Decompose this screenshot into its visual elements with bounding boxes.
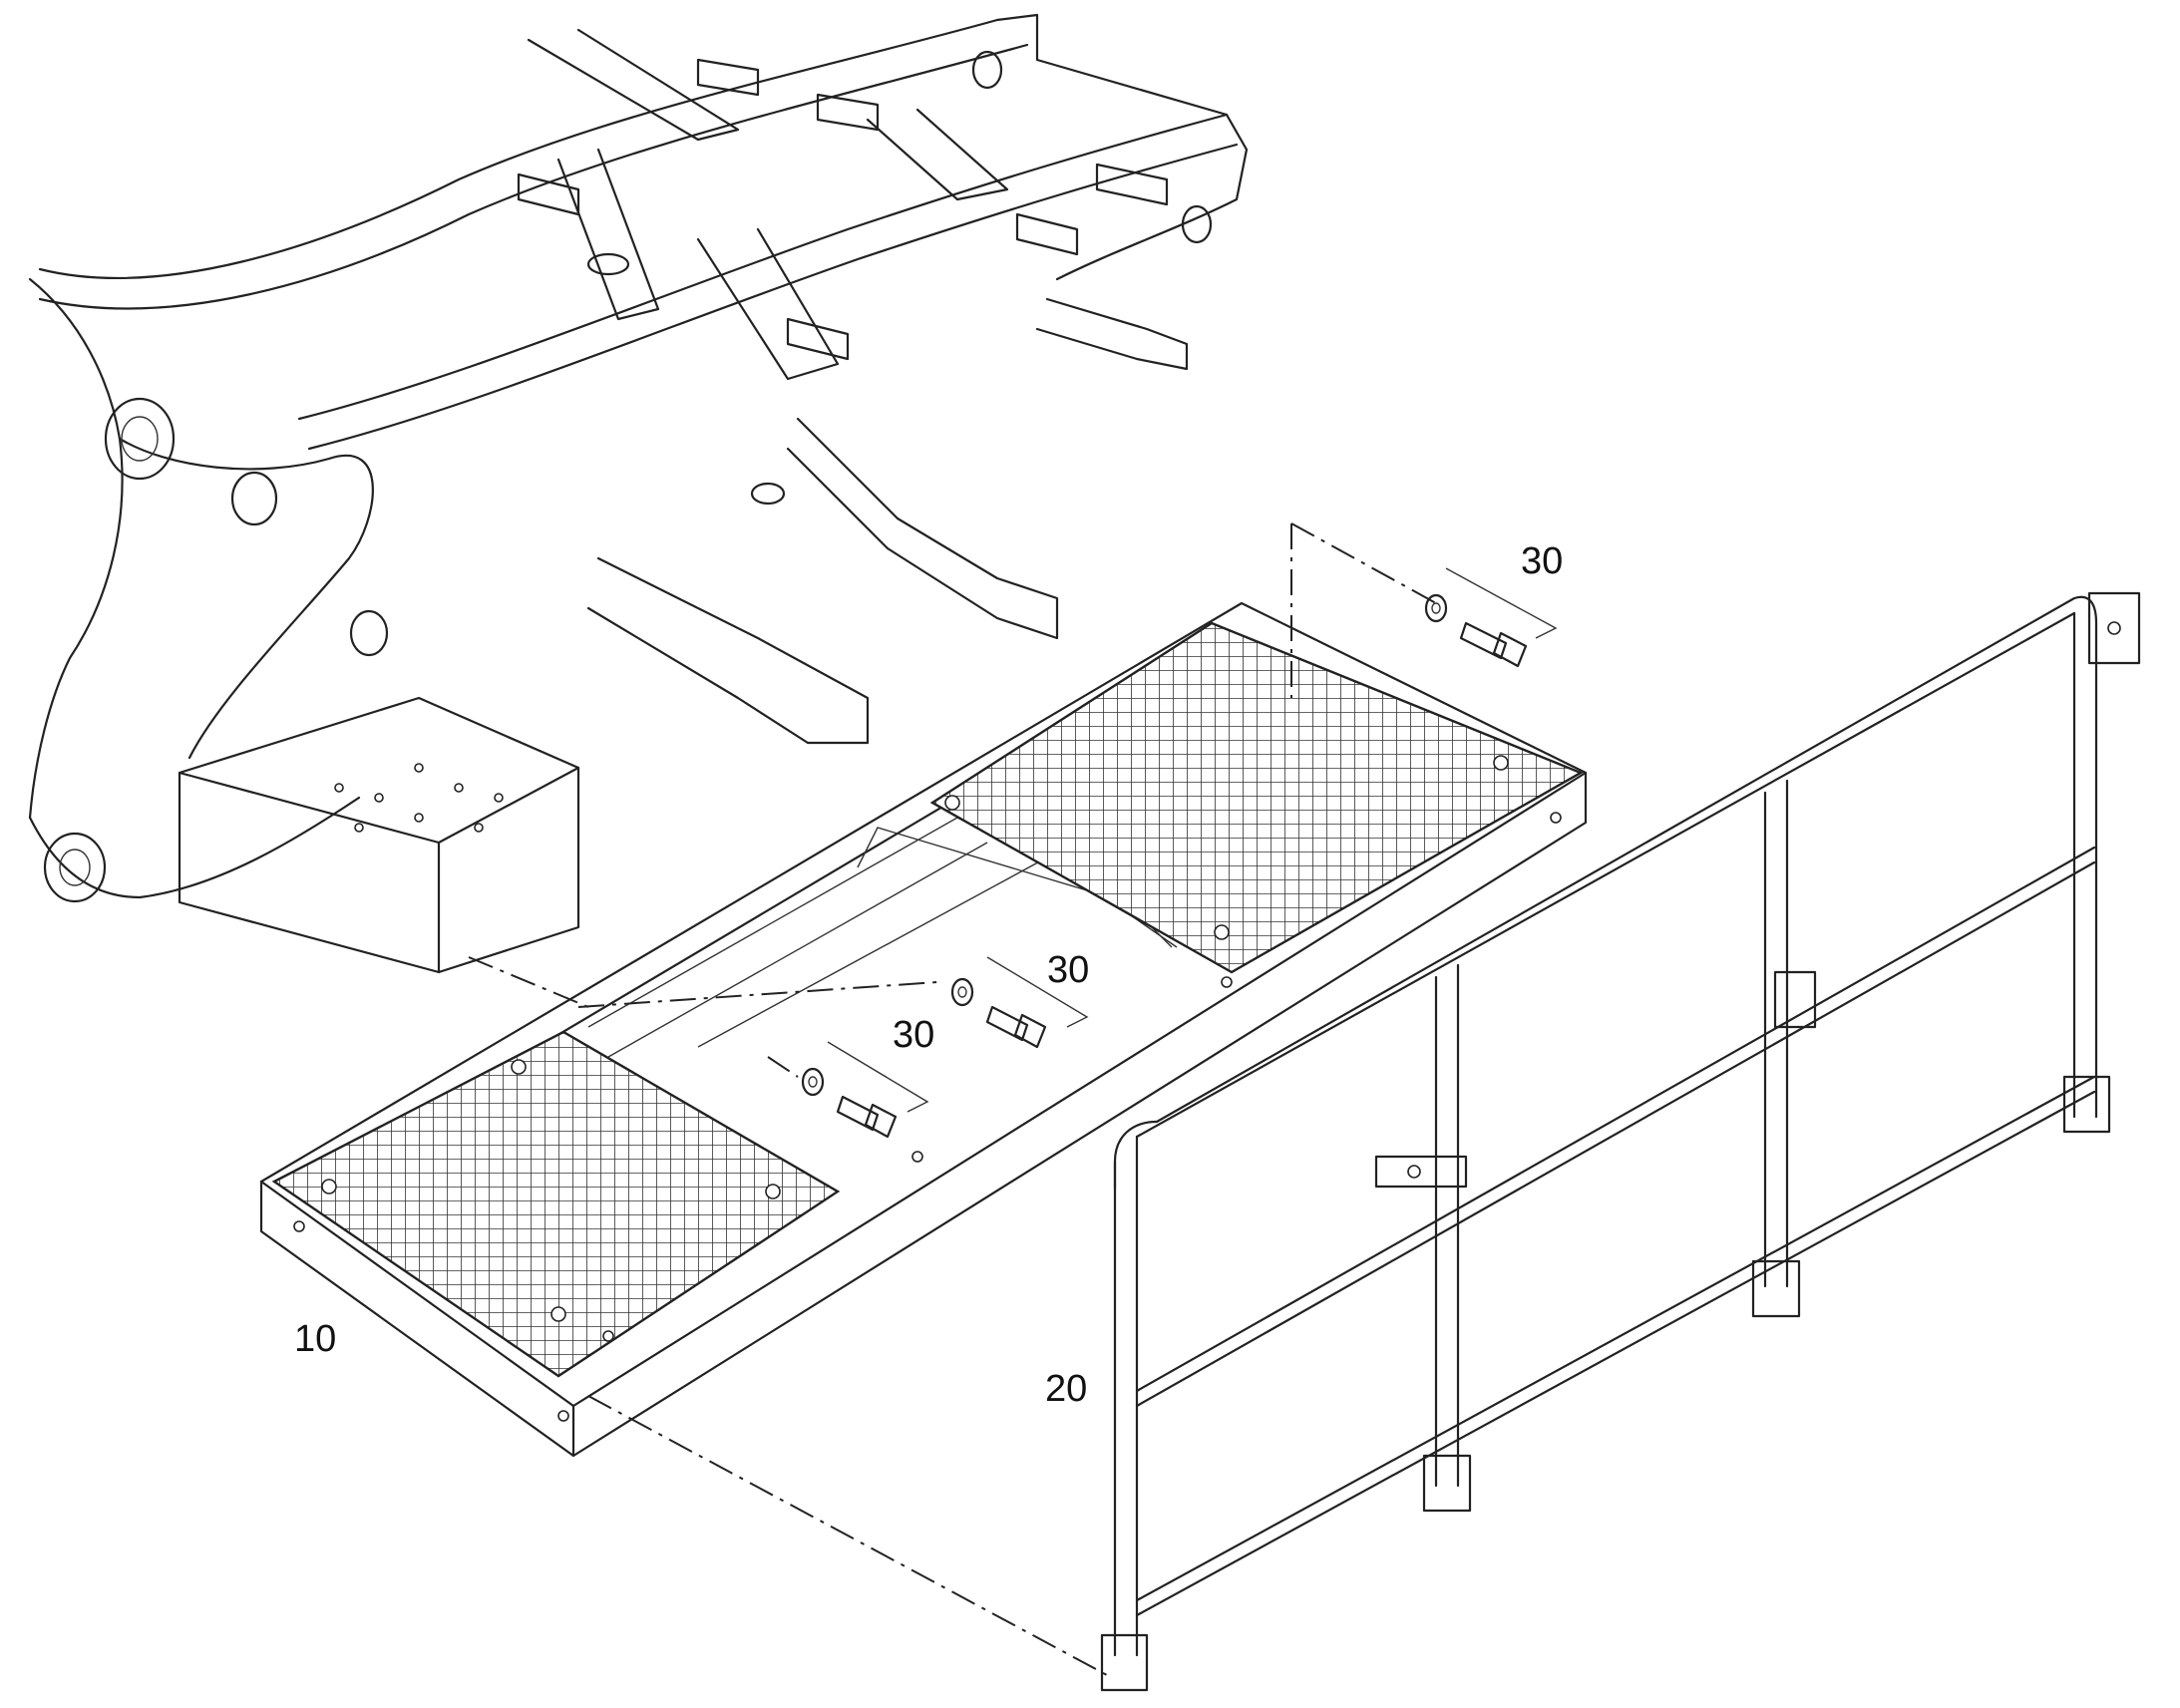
platform-assembly: [259, 601, 1588, 1458]
bolt-washer-set-lower: [801, 1067, 898, 1139]
callout-railing: 20: [1045, 1368, 1087, 1410]
callout-bolt-lower: 30: [893, 1014, 934, 1056]
callout-platform: 10: [294, 1318, 336, 1360]
handrail-assembly: [1100, 591, 2141, 1692]
bolt-washer-set-middle: [950, 977, 1047, 1049]
front-grating: [271, 1030, 841, 1378]
callout-bolt-middle: 30: [1047, 949, 1089, 991]
rear-grating: [929, 621, 1584, 974]
assembly-lines: [468, 522, 1558, 1676]
bolt-washer-set-top: [1424, 593, 1528, 668]
machine-frame: [28, 13, 1249, 974]
callout-bolt-top: 30: [1521, 540, 1563, 582]
